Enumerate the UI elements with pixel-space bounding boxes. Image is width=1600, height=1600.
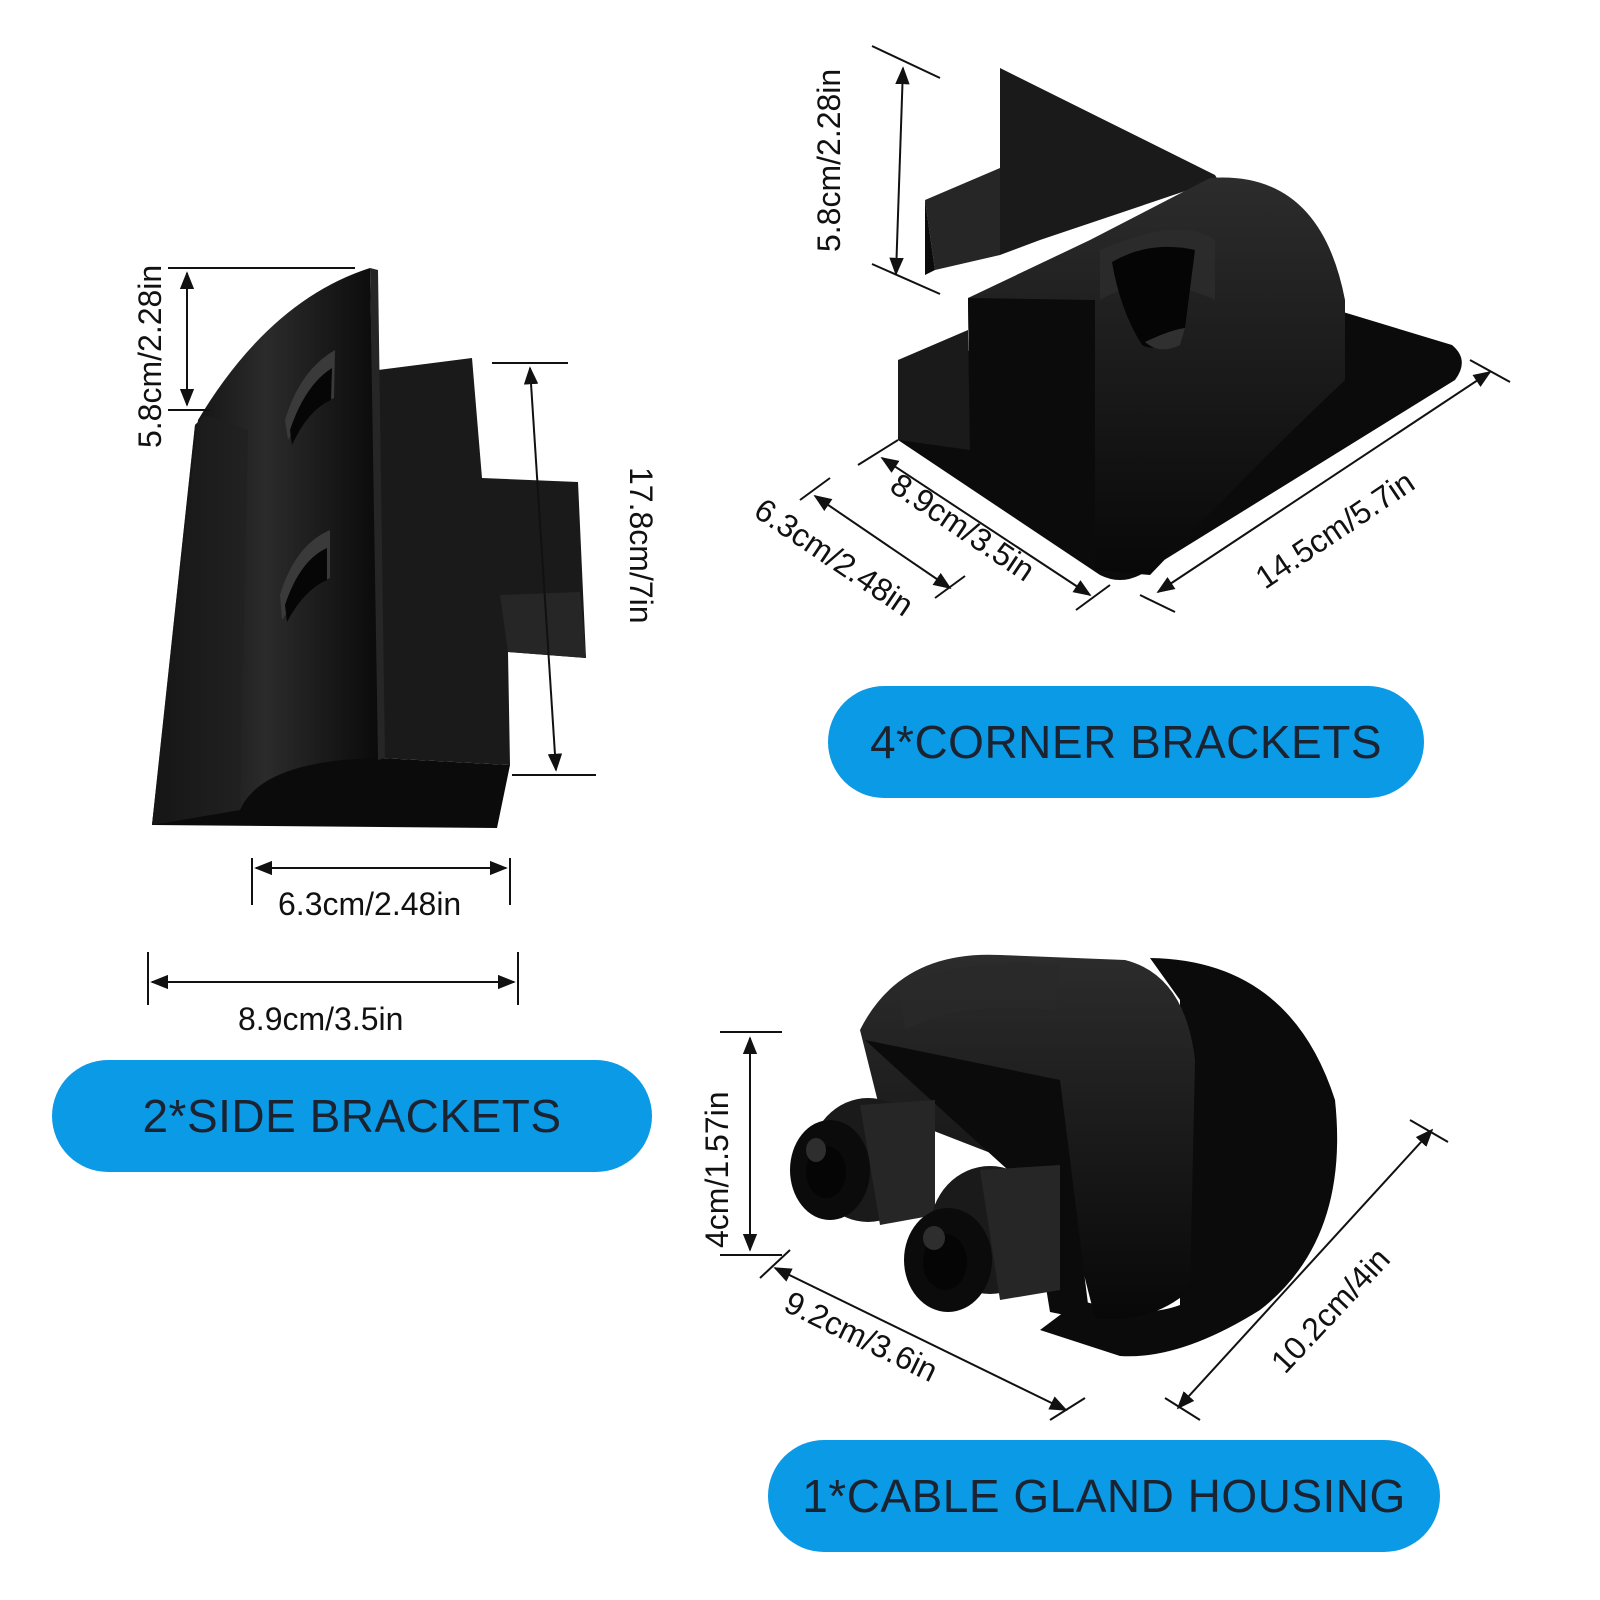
side-height-label: 5.8cm/2.28in — [132, 265, 168, 448]
cable-gland-housing-image — [790, 954, 1338, 1357]
cable-gland-housing-badge: 1*CABLE GLAND HOUSING — [768, 1440, 1440, 1552]
corner-height-label: 5.8cm/2.28in — [811, 69, 847, 252]
side-bracket-dimensions — [147, 267, 596, 1005]
gland-width-label: 9.2cm/3.6in — [779, 1284, 943, 1389]
side-base-width-label: 6.3cm/2.48in — [278, 886, 461, 922]
side-total-width-label: 8.9cm/3.5in — [238, 1001, 403, 1037]
corner-brackets-badge: 4*CORNER BRACKETS — [828, 686, 1424, 798]
corner-depth-b-label: 6.3cm/2.48in — [748, 491, 920, 623]
cable-gland-dimensions — [720, 1031, 1449, 1421]
gland-height-label: 4cm/1.57in — [699, 1091, 735, 1248]
side-brackets-badge: 2*SIDE BRACKETS — [52, 1060, 652, 1172]
corner-bracket-dimensions — [799, 45, 1511, 613]
side-length-label: 17.8cm/7in — [623, 467, 659, 624]
side-bracket-image — [152, 268, 586, 828]
